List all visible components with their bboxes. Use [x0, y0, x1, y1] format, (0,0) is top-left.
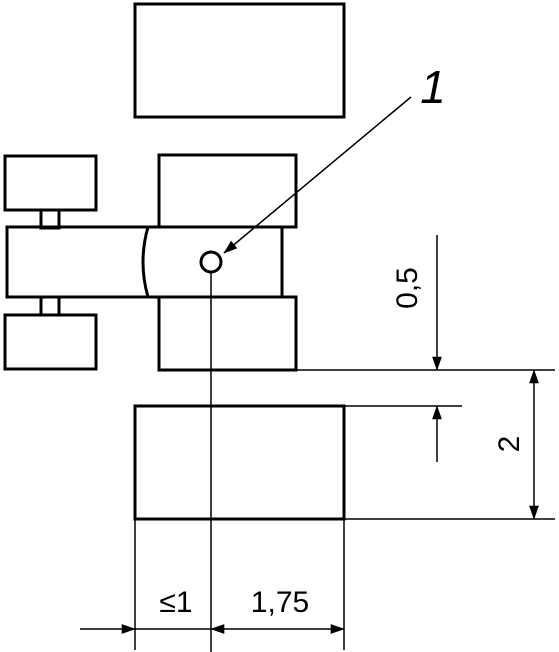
dimension-offset-label: ≤1	[159, 586, 192, 619]
callout-number: 1	[420, 61, 446, 113]
bottom-rectangle	[133, 404, 346, 521]
tractor-body	[5, 225, 284, 299]
callout-leader	[223, 96, 412, 254]
dimension-depth-label: 2	[493, 436, 526, 453]
dimension-gap-label: 0,5	[391, 267, 424, 309]
top-rectangle	[133, 2, 346, 119]
body-seam	[141, 226, 150, 298]
dimension-width-label: 1,75	[251, 586, 309, 619]
